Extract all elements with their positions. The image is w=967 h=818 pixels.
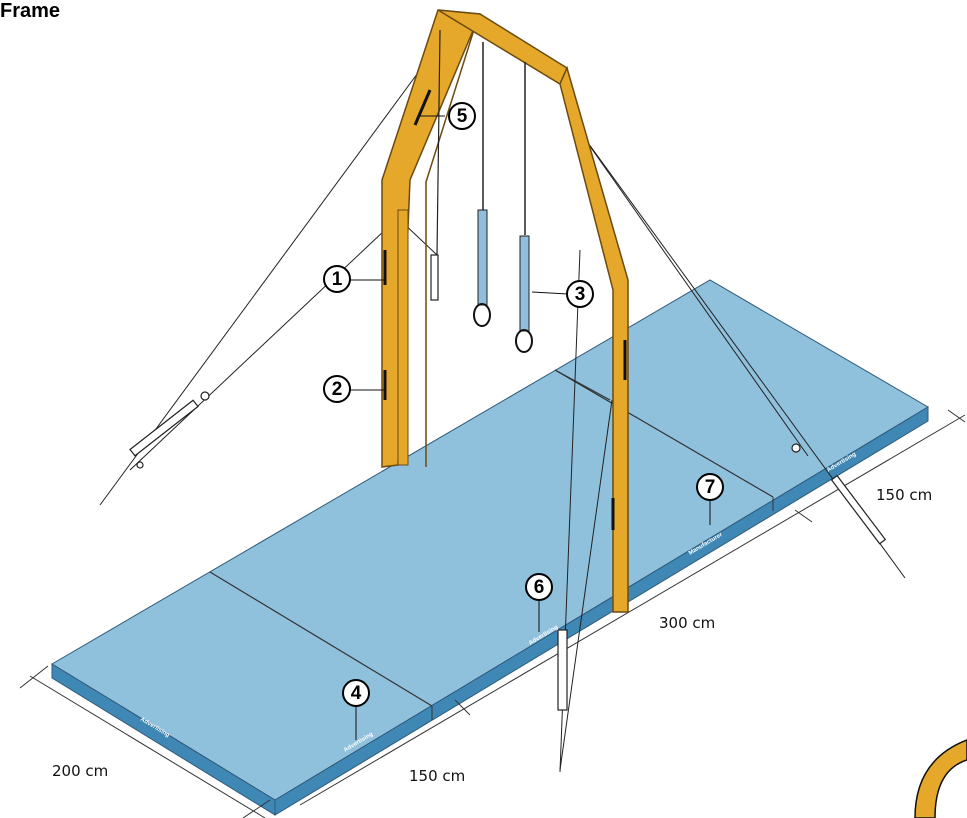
frame-left-fill xyxy=(381,9,482,468)
turnbuckles xyxy=(129,254,887,711)
callout-4: 4 xyxy=(342,679,370,707)
ring-right xyxy=(515,329,533,353)
mat-seam xyxy=(554,369,611,401)
mat-right-side xyxy=(274,406,929,816)
dimension-width-label: 200 cm xyxy=(52,762,109,780)
callout-7: 7 xyxy=(696,473,724,501)
dimension-length-label-back: 150 cm xyxy=(876,486,933,504)
frame-right-fill xyxy=(559,65,629,613)
corner-logo-arc xyxy=(914,739,967,818)
callout-3: 3 xyxy=(566,280,594,308)
page-title: Frame xyxy=(0,0,61,22)
frame-left-inner-leg xyxy=(397,209,409,466)
callout-6: 6 xyxy=(525,573,553,601)
callout-1: 1 xyxy=(323,265,351,293)
callout-leaders xyxy=(350,115,711,740)
landing-mat xyxy=(51,279,929,816)
dimension-lines xyxy=(19,409,966,818)
gymnastics-rings xyxy=(436,29,533,353)
callout-2: 2 xyxy=(323,375,351,403)
dimension-length-label-front: 150 cm xyxy=(409,767,466,785)
mat-seam xyxy=(209,571,433,707)
mat-top xyxy=(51,279,929,801)
dimension-length-label-middle: 300 cm xyxy=(659,614,716,632)
ring-strap-right xyxy=(519,235,530,332)
rings-frame xyxy=(381,9,629,613)
callout-5: 5 xyxy=(448,102,476,130)
mat-seam xyxy=(554,369,774,498)
ring-left xyxy=(473,303,491,327)
ring-strap-left xyxy=(477,209,488,306)
